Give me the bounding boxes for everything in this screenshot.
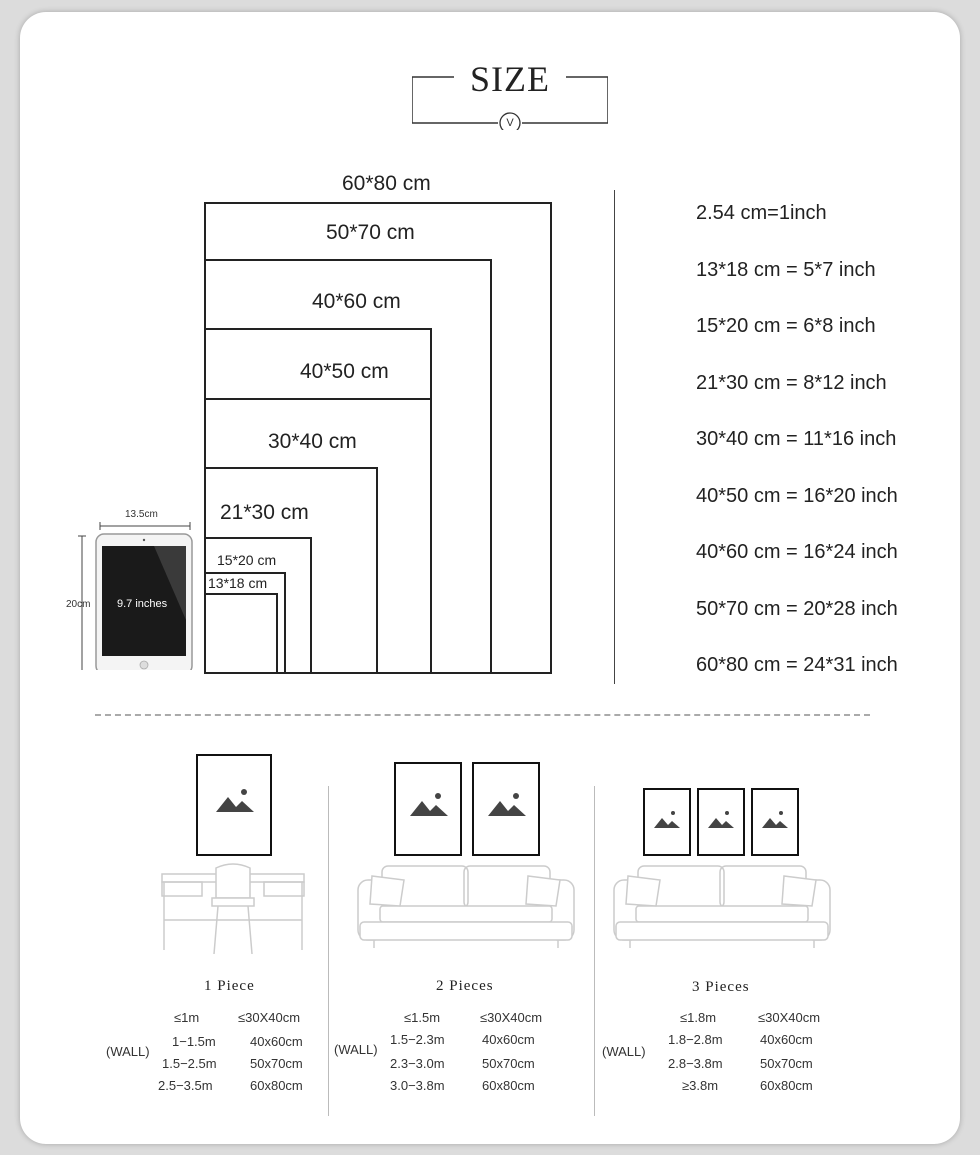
art-frame (643, 788, 691, 856)
conversion-item: 21*30 cm = 8*12 inch (696, 372, 887, 394)
wall-distance: 2.8−3.8m (668, 1056, 723, 1071)
size-label-60x80: 60*80 cm (342, 172, 431, 195)
conversion-item: 2.54 cm=1inch (696, 202, 827, 224)
size-label-15x20: 15*20 cm (217, 552, 277, 568)
size-label-30x40: 30*40 cm (268, 430, 357, 453)
wall-distance: 2.5−3.5m (158, 1078, 213, 1093)
frame-size: 40x60cm (250, 1034, 303, 1049)
frame-size: 50x70cm (760, 1056, 813, 1071)
tablet-screen-label: 9.7 inches (117, 598, 168, 610)
piece-title-2: 2 Pieces (436, 978, 494, 994)
art-frame (472, 762, 540, 856)
wall-label: (WALL) (334, 1042, 378, 1057)
art-frame (697, 788, 745, 856)
mountain-icon (708, 811, 734, 828)
frame-size: 40x60cm (482, 1032, 535, 1047)
size-label-13x18: 13*18 cm (208, 575, 268, 591)
mountain-icon (762, 811, 788, 828)
size-baseline (204, 672, 550, 674)
frame-size: 60x80cm (760, 1078, 813, 1093)
wall-label: (WALL) (602, 1044, 646, 1059)
column-divider (594, 786, 595, 1116)
section-separator (95, 714, 870, 716)
column-divider (328, 786, 329, 1116)
wall-distance: 1.5−2.3m (390, 1032, 445, 1047)
desk-chair-illustration (161, 863, 305, 955)
sofa-illustration (613, 865, 831, 948)
conversion-item: 50*70 cm = 20*28 inch (696, 598, 898, 620)
frame-size: ≤30X40cm (758, 1010, 821, 1025)
wall-distance: 3.0−3.8m (390, 1078, 445, 1093)
piece-table-3: (WALL) ≤1.8m ≤30X40cm 1.8−2.8m 40x60cm 2… (602, 1010, 862, 1100)
piece-table-1: (WALL) ≤1m ≤30X40cm 1−1.5m 40x60cm 1.5−2… (106, 1010, 326, 1100)
conversion-item: 30*40 cm = 11*16 inch (696, 428, 897, 450)
sofa-illustration (357, 865, 575, 948)
frame-size: ≤30X40cm (480, 1010, 543, 1025)
wall-distance: 2.3−3.0m (390, 1056, 445, 1071)
size-label-40x50: 40*50 cm (300, 360, 389, 383)
art-frame (196, 754, 272, 856)
size-label-21x30: 21*30 cm (220, 501, 309, 524)
piece-title-1: 1 Piece (204, 978, 255, 994)
frame-size: 50x70cm (250, 1056, 303, 1071)
chevron-badge-icon: V (506, 117, 514, 129)
conversion-item: 40*50 cm = 16*20 inch (696, 485, 898, 507)
conversion-item: 13*18 cm = 5*7 inch (696, 259, 876, 281)
mountain-icon (216, 789, 254, 812)
conversion-item: 60*80 cm = 24*31 inch (696, 654, 898, 676)
tablet-height-label: 20cm (66, 599, 91, 610)
wall-distance: 1.8−2.8m (668, 1032, 723, 1047)
wall-distance: 1−1.5m (172, 1034, 216, 1049)
mountain-icon (410, 793, 448, 816)
size-label-40x60: 40*60 cm (312, 290, 401, 313)
frame-size: 60x80cm (482, 1078, 535, 1093)
wall-distance: ≤1.5m (404, 1010, 441, 1025)
tablet-icon (78, 522, 193, 670)
wall-distance: ≤1.8m (680, 1010, 717, 1025)
header-frame (412, 76, 608, 130)
frame-size: 60x80cm (250, 1078, 303, 1093)
piece-table-2: (WALL) ≤1.5m ≤30X40cm 1.5−2.3m 40x60cm 2… (334, 1010, 584, 1100)
page-title: SIZE (470, 59, 550, 99)
wall-distance: 1.5−2.5m (162, 1056, 217, 1071)
wall-distance: ≤1m (174, 1010, 200, 1025)
size-header: SIZE V (412, 59, 608, 130)
wall-distance: ≥3.8m (682, 1078, 719, 1093)
mountain-icon (488, 793, 526, 816)
art-frame (394, 762, 462, 856)
tablet-width-label: 13.5cm (125, 509, 158, 520)
piece-title-3: 3 Pieces (692, 979, 750, 995)
frame-size: ≤30X40cm (238, 1010, 301, 1025)
conversion-divider (614, 190, 615, 684)
frame-size: 50x70cm (482, 1056, 535, 1071)
conversion-item: 40*60 cm = 16*24 inch (696, 541, 898, 563)
conversion-item: 15*20 cm = 6*8 inch (696, 315, 876, 337)
mountain-icon (654, 811, 680, 828)
wall-label: (WALL) (106, 1044, 150, 1059)
art-frame (751, 788, 799, 856)
size-label-50x70: 50*70 cm (326, 221, 415, 244)
size-box-13x18 (204, 593, 278, 674)
size-guide-card: SIZE V 60*80 cm 50*70 cm 40*60 cm 40*50 … (20, 12, 960, 1144)
frame-size: 40x60cm (760, 1032, 813, 1047)
